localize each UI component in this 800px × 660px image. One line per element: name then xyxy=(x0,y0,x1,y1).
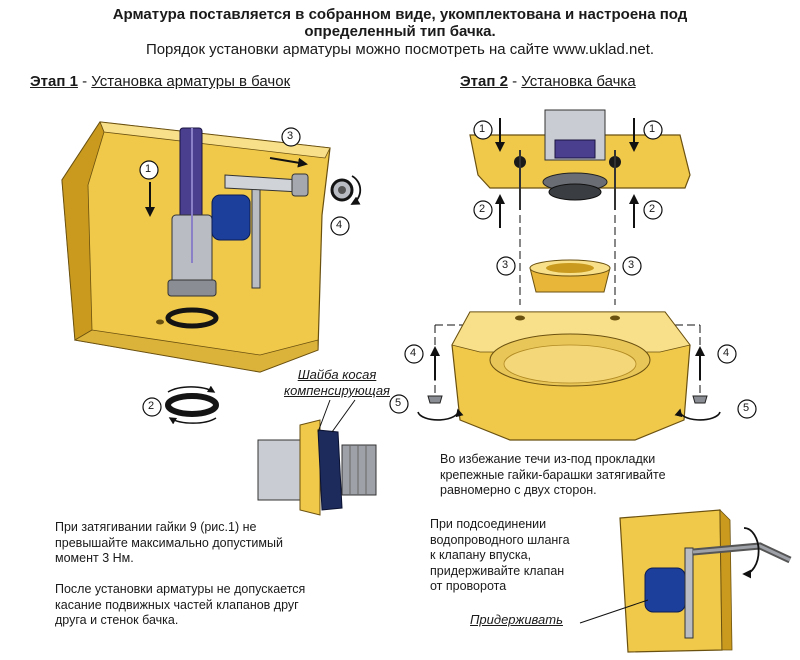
step-2-2-left: 2 xyxy=(479,203,486,215)
step-2-1-left: 1 xyxy=(479,123,486,135)
step-1-2: 2 xyxy=(148,400,155,412)
stage-1-title: Установка арматуры в бачок xyxy=(91,73,291,90)
stage-1-label: Этап 1 xyxy=(30,73,78,90)
wing-nut-left xyxy=(417,395,464,421)
stage-2-tank-bottom xyxy=(469,109,691,210)
stage-1-sep: - xyxy=(77,73,92,90)
step-1-3: 3 xyxy=(287,130,294,142)
note-torque-line-2: превышайте максимально допустимый xyxy=(55,535,283,550)
step-1-4: 4 xyxy=(336,219,343,231)
step-2-4-right: 4 xyxy=(723,347,730,359)
stage-1-side-nut xyxy=(330,175,362,205)
note-hose-line-3: к клапану впуска, xyxy=(430,548,532,562)
note-contact-line-3: друга и стенок бачка. xyxy=(55,613,179,627)
note-leak: Во избежание течи из-под прокладки крепе… xyxy=(440,452,666,499)
stage-1-heading: Этап 1 - Установка арматуры в бачок xyxy=(30,73,290,90)
step-2-5-right: 5 xyxy=(743,402,750,414)
stage-2-title: Установка бачка xyxy=(521,73,636,90)
stage-1-gasket xyxy=(165,385,219,425)
header-line-2: определенный тип бачка. xyxy=(304,23,496,40)
washer-callout-line-2: компенсирующая xyxy=(283,383,390,398)
note-torque: При затягивании гайки 9 (рис.1) не превы… xyxy=(55,520,283,567)
note-contact-line-2: касание подвижных частей клапанов друг xyxy=(55,597,299,612)
note-leak-line-1: Во избежание течи из-под прокладки xyxy=(440,452,656,466)
washer-closeup xyxy=(257,399,377,516)
step-1-1: 1 xyxy=(145,163,152,175)
header-subtitle: Порядок установки арматуры можно посмотр… xyxy=(145,41,655,58)
hose-closeup xyxy=(579,509,792,653)
washer-callout: Шайба косая компенсирующая xyxy=(282,367,392,399)
header-title: Арматура поставляется в собранном виде, … xyxy=(0,6,800,40)
stage-1-overflow-valve xyxy=(165,127,219,329)
note-hose-line-5: от проворота xyxy=(430,579,507,593)
stage-2-sep: - xyxy=(507,73,522,90)
step-2-4-left: 4 xyxy=(410,347,417,359)
wing-nut-right xyxy=(674,395,721,421)
note-contact-line-1: После установки арматуры не допускается xyxy=(55,582,306,596)
step-2-1-right: 1 xyxy=(649,123,656,135)
note-hose-line-2: водопроводного шланга xyxy=(430,532,570,547)
note-contact: После установки арматуры не допускается … xyxy=(55,582,305,629)
stage-1-fill-valve xyxy=(211,173,309,289)
header-line-1: Арматура поставляется в собранном виде, … xyxy=(112,6,688,23)
stage-2-heading: Этап 2 - Установка бачка xyxy=(460,73,636,90)
stage-2-toilet-shelf xyxy=(451,311,691,441)
step-2-3-right: 3 xyxy=(628,259,635,271)
washer-callout-line-1: Шайба косая xyxy=(297,367,377,382)
stage-2-label: Этап 2 xyxy=(460,73,508,90)
hold-callout: Придерживать xyxy=(470,612,563,627)
note-hose: При подсоединении водопроводного шланга … xyxy=(430,517,570,595)
note-hose-line-4: придерживайте клапан xyxy=(430,563,565,578)
step-2-3-left: 3 xyxy=(502,259,509,271)
note-torque-line-1: При затягивании гайки 9 (рис.1) не xyxy=(55,520,257,534)
step-2-5-left: 5 xyxy=(395,397,402,409)
stage-2-cone-gasket xyxy=(529,259,611,293)
note-leak-line-2: крепежные гайки-барашки затягивайте xyxy=(440,467,666,482)
note-hose-line-1: При подсоединении xyxy=(430,517,547,531)
note-torque-line-3: момент 3 Нм. xyxy=(55,551,134,565)
step-2-2-right: 2 xyxy=(649,203,656,215)
note-leak-line-3: равномерно с двух сторон. xyxy=(440,483,597,497)
